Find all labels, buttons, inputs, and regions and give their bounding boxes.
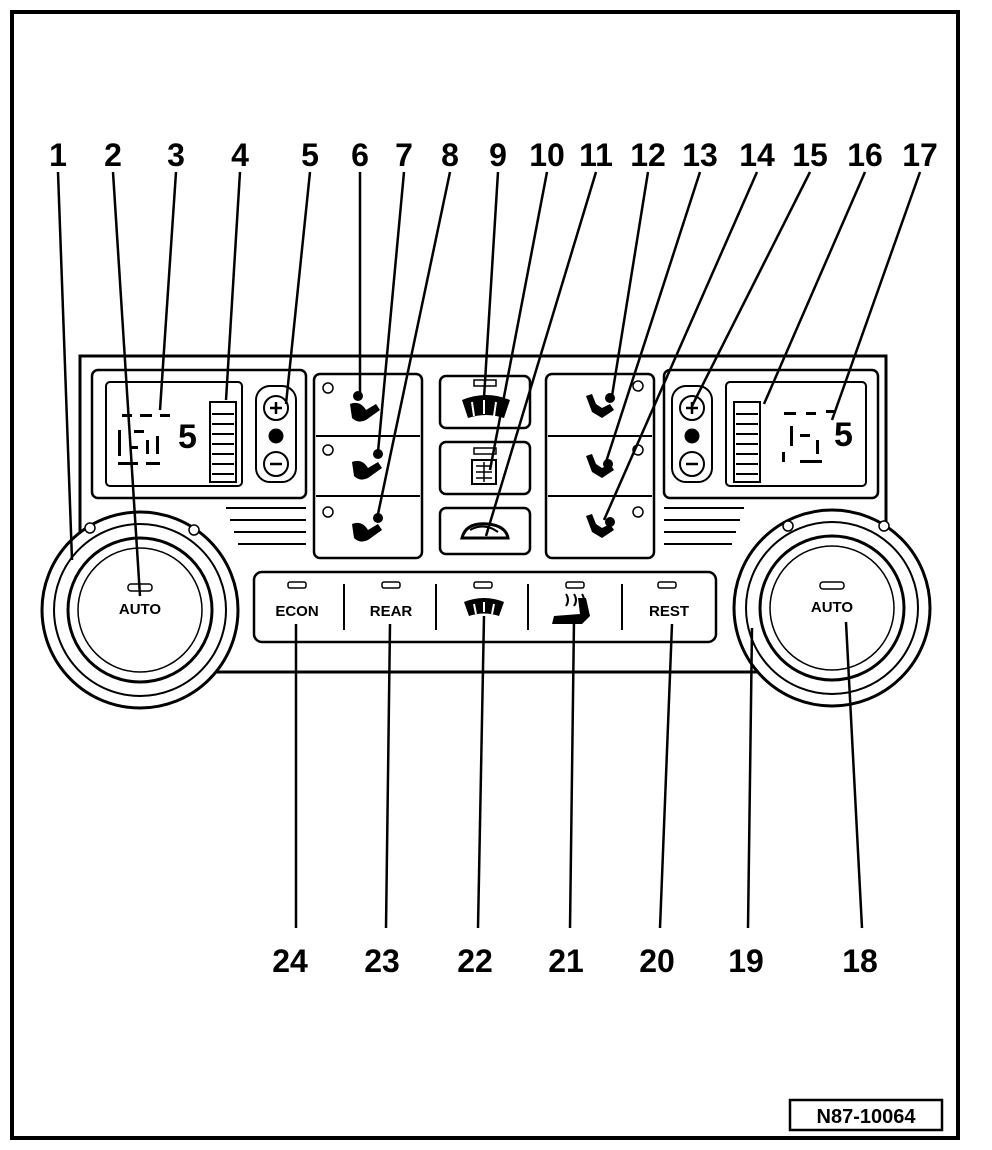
function-button-row [252,570,718,644]
left-defrost-feet-button[interactable] [322,382,380,422]
callout-14: 14 [739,137,775,173]
left-fan-control[interactable] [255,385,297,483]
rear-defrost-button[interactable] [438,440,532,496]
air-distribution-person-icon [586,394,614,418]
callout-5: 5 [301,137,319,173]
left-auto-label: AUTO [119,601,162,618]
callout-3: 3 [167,137,185,173]
diagram-border [10,10,960,1140]
reference-code-box [788,1098,944,1132]
air-distribution-person-icon [352,460,382,480]
right-display-housing [662,368,880,500]
left-display-digit: 5 [178,418,197,456]
right-display-digit: 5 [834,416,853,454]
callout-22: 22 [457,943,493,979]
callout-1: 1 [49,137,67,173]
right-fan-bar-graph [733,401,761,483]
right-auto-label: AUTO [811,599,854,616]
right-temperature-display [725,381,867,487]
callout-15: 15 [792,137,828,173]
air-distribution-person-icon [586,454,614,478]
callout-9: 9 [489,137,507,173]
fan-icon [684,428,700,444]
callout-6: 6 [351,137,369,173]
callout-24: 24 [272,943,308,979]
callout-4: 4 [231,137,249,173]
reference-code: N87-10064 [817,1106,917,1128]
callout-17: 17 [902,137,938,173]
left-display-housing [90,368,308,500]
right-air-distribution-group [544,372,656,560]
left-fan-minus-button[interactable] [263,451,289,477]
left-face-feet-button[interactable] [322,444,383,480]
windshield-defrost-icon [462,395,510,418]
air-distribution-person-icon [352,522,382,542]
rear-button-label: REAR [370,603,413,620]
left-temperature-display [105,381,243,487]
callouts-top: 1 2 3 4 5 6 7 8 9 10 11 12 13 14 15 16 1… [49,137,938,173]
right-fan-control[interactable] [671,385,713,483]
leader-lines-top [56,171,922,597]
left-fan-plus-button[interactable] [263,395,289,421]
recirculation-icon [460,522,510,540]
callout-13: 13 [682,137,718,173]
callout-19: 19 [728,943,764,979]
left-fan-bar-graph [209,401,237,483]
right-feet-button[interactable] [586,506,644,538]
recirculation-button[interactable] [438,506,532,556]
callout-20: 20 [639,943,675,979]
fan-icon [268,428,284,444]
leader-lines-bottom [294,615,864,929]
air-distribution-person-icon [350,402,380,422]
callout-12: 12 [630,137,666,173]
seat-heating-icon [552,598,590,624]
callout-10: 10 [529,137,565,173]
left-air-distribution-group [312,372,424,560]
callout-8: 8 [441,137,459,173]
right-temperature-knob[interactable] [732,508,932,708]
rear-window-defrost-icon [471,459,497,485]
left-feet-button[interactable] [322,506,383,542]
seat-heating-button[interactable] [552,593,590,624]
callout-18: 18 [842,943,878,979]
windshield-defrost-button[interactable] [464,598,504,616]
right-fan-minus-button[interactable] [679,451,705,477]
left-vent-slats [226,507,306,545]
callouts-bottom: 24 23 22 21 20 19 18 [272,943,878,979]
econ-button-label: ECON [275,603,318,620]
callout-23: 23 [364,943,400,979]
rest-button-label: REST [649,603,689,620]
right-fan-plus-button[interactable] [679,395,705,421]
callout-11: 11 [579,137,613,173]
callout-7: 7 [395,137,413,173]
air-distribution-person-icon [586,514,614,538]
callout-2: 2 [104,137,122,173]
control-panel: 5 [78,354,888,674]
callout-16: 16 [847,137,883,173]
callout-21: 21 [548,943,584,979]
right-vent-slats [664,507,744,545]
left-display-segments [118,414,170,465]
left-temperature-knob[interactable] [40,510,240,710]
right-display-segments [782,410,834,463]
